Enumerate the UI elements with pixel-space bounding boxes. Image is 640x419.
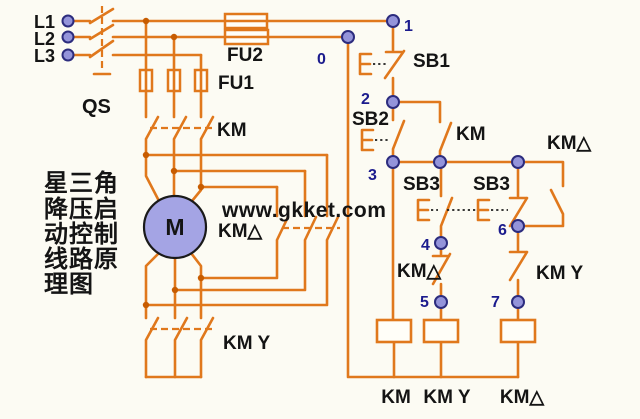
junction — [170, 167, 178, 175]
sb3-nc-operator — [476, 198, 491, 222]
junction-dots — [142, 17, 205, 309]
label-l2: L2 — [34, 29, 55, 49]
km-delta-coil — [499, 318, 537, 344]
wire-number-4: 4 — [421, 237, 430, 254]
terminal-l3 — [61, 48, 75, 62]
title-line-5: 理图 — [44, 271, 94, 298]
wire-nodes — [341, 14, 525, 309]
wire-number-7: 7 — [491, 294, 500, 311]
label-fu2: FU2 — [227, 45, 263, 66]
sb3-no-contact — [439, 160, 454, 245]
terminal-l1 — [61, 14, 75, 28]
label-motor: M — [165, 214, 184, 240]
wire-number-0: 0 — [317, 51, 326, 68]
km-coil-branch — [391, 160, 396, 379]
junction — [142, 301, 150, 309]
wire-number-5: 5 — [420, 294, 429, 311]
wire-number-2: 2 — [361, 91, 370, 108]
wire-number-labels: 0 1 2 3 4 5 6 7 — [317, 18, 507, 311]
junction — [197, 274, 205, 282]
watermark: www.gkket.com — [221, 199, 386, 222]
sb1-operator — [358, 52, 373, 76]
title-line-3: 动控制 — [44, 220, 119, 248]
km-coil — [375, 318, 413, 344]
label-km-delta-nc: KM△ — [397, 261, 443, 282]
fu1-fuses — [138, 68, 209, 93]
terminal-leads — [71, 19, 92, 57]
km-delta-aux-branch — [516, 160, 565, 228]
terminal-circles — [61, 14, 75, 62]
label-sb1: SB1 — [413, 51, 450, 72]
label-km-delta-aux: KM△ — [547, 133, 593, 154]
km-star-nc-contact — [508, 224, 529, 379]
node-bus-right — [511, 155, 525, 169]
label-l3: L3 — [34, 46, 55, 66]
node-6 — [511, 219, 525, 233]
sb3-nc-contact — [508, 160, 529, 228]
motor — [142, 194, 208, 260]
label-km-main: KM — [217, 120, 247, 141]
title-block: 星三角 降压启 动控制 线路原 理图 — [44, 169, 119, 298]
labels: L1 L2 L3 QS FU2 FU1 KM KM△ KM Y M SB1 SB… — [34, 12, 593, 408]
label-sb2: SB2 — [352, 109, 389, 130]
power-wires — [71, 6, 395, 379]
junction — [142, 151, 150, 159]
label-sb3-no: SB3 — [403, 174, 440, 195]
node-5 — [434, 295, 448, 309]
wire-number-1: 1 — [404, 18, 413, 35]
node-1 — [386, 14, 400, 28]
fu2-fuses — [223, 12, 270, 46]
label-km-delta-main: KM△ — [218, 221, 264, 242]
motor-bottom-lead-2 — [173, 256, 189, 379]
node-2 — [386, 95, 400, 109]
title-line-1: 星三角 — [44, 169, 119, 197]
label-qs: QS — [82, 96, 111, 118]
label-coil-km-star: KM Y — [423, 387, 470, 408]
title-line-2: 降压启 — [44, 195, 119, 223]
label-fu1: FU1 — [218, 73, 254, 94]
neutral-return-line — [346, 35, 520, 379]
delta-feed-branches — [144, 153, 329, 189]
sb2-contact — [391, 100, 406, 164]
terminal-l2 — [61, 30, 75, 44]
wire-number-6: 6 — [498, 222, 507, 239]
sb3-no-operator — [416, 198, 431, 222]
label-km-seal: KM — [456, 124, 486, 145]
main-vertical-1 — [144, 19, 161, 203]
km-star-coil — [422, 318, 460, 344]
km-seal-branch — [391, 100, 453, 164]
motor-bottom-lead-1 — [144, 251, 161, 379]
sb2-operator — [360, 128, 375, 152]
node-0 — [341, 30, 355, 44]
node-bus-mid — [433, 155, 447, 169]
sb1-contact — [383, 19, 406, 104]
label-sb3-nc: SB3 — [473, 174, 510, 195]
title-line-4: 线路原 — [44, 245, 119, 273]
node-7 — [511, 295, 525, 309]
junction — [171, 286, 179, 294]
fu2-through-wires — [223, 19, 270, 39]
node-3 — [386, 155, 400, 169]
fu1-through-wires — [144, 68, 203, 93]
label-coil-km-delta: KM△ — [500, 387, 546, 408]
junction — [170, 33, 178, 41]
wire-number-3: 3 — [368, 167, 377, 184]
label-coil-km: KM — [381, 387, 411, 408]
motor-bottom-lead-3 — [189, 251, 215, 379]
junction — [142, 17, 150, 25]
label-km-star-nc: KM Y — [536, 263, 583, 284]
label-l1: L1 — [34, 12, 55, 32]
label-km-star-main: KM Y — [223, 333, 270, 354]
junction — [197, 183, 205, 191]
node-4 — [434, 236, 448, 250]
